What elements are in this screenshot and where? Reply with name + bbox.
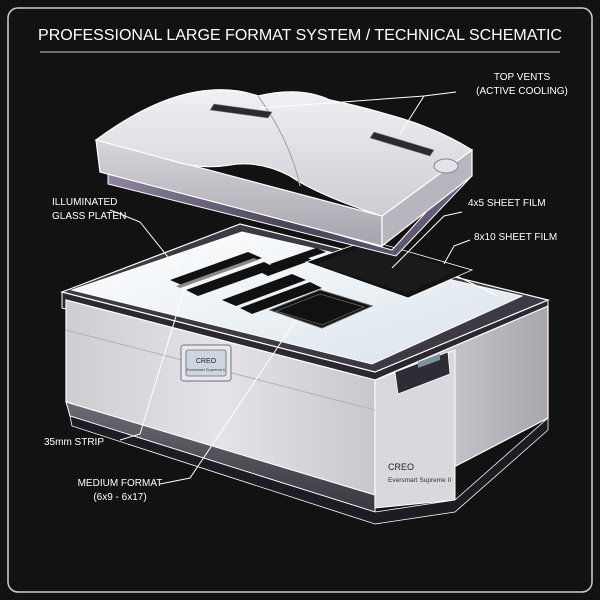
callout-labels: TOP VENTS (ACTIVE COOLING) ILLUMINATED G… <box>44 72 568 503</box>
leader-medium <box>159 319 297 485</box>
label-platen-2: GLASS PLATEN <box>52 211 126 222</box>
label-top-vents-1: TOP VENTS <box>494 72 551 83</box>
callout-leaders <box>109 91 471 485</box>
label-medium-1: MEDIUM FORMAT <box>78 478 163 489</box>
leader-8x10 <box>443 239 471 265</box>
label-medium-2: (6x9 - 6x17) <box>93 492 146 503</box>
label-4x5: 4x5 SHEET FILM <box>468 198 546 209</box>
leader-4x5 <box>391 211 463 269</box>
front-badge: CREO Eversmart Supreme II <box>180 344 232 382</box>
outer-border <box>7 7 593 593</box>
leader-top-vents-2 <box>259 95 425 109</box>
side-model: Eversmart Supreme II <box>388 477 451 484</box>
film-medium-format <box>268 289 374 329</box>
film-sheet <box>304 239 474 299</box>
badge-brand: CREO <box>196 358 217 365</box>
label-35mm: 35mm STRIP <box>44 437 104 448</box>
label-top-vents-2: (ACTIVE COOLING) <box>476 86 568 97</box>
leader-35mm <box>119 289 185 441</box>
label-platen-1: ILLUMINATED <box>52 197 117 208</box>
label-8x10: 8x10 SHEET FILM <box>474 232 557 243</box>
leader-platen <box>109 209 181 273</box>
scanner-lid <box>94 89 474 257</box>
badge-model: Eversmart Supreme II <box>187 367 226 372</box>
diagram-title: PROFESSIONAL LARGE FORMAT SYSTEM / TECHN… <box>38 27 562 44</box>
film-35mm-strips <box>170 248 326 314</box>
side-brand: CREO <box>388 462 414 472</box>
